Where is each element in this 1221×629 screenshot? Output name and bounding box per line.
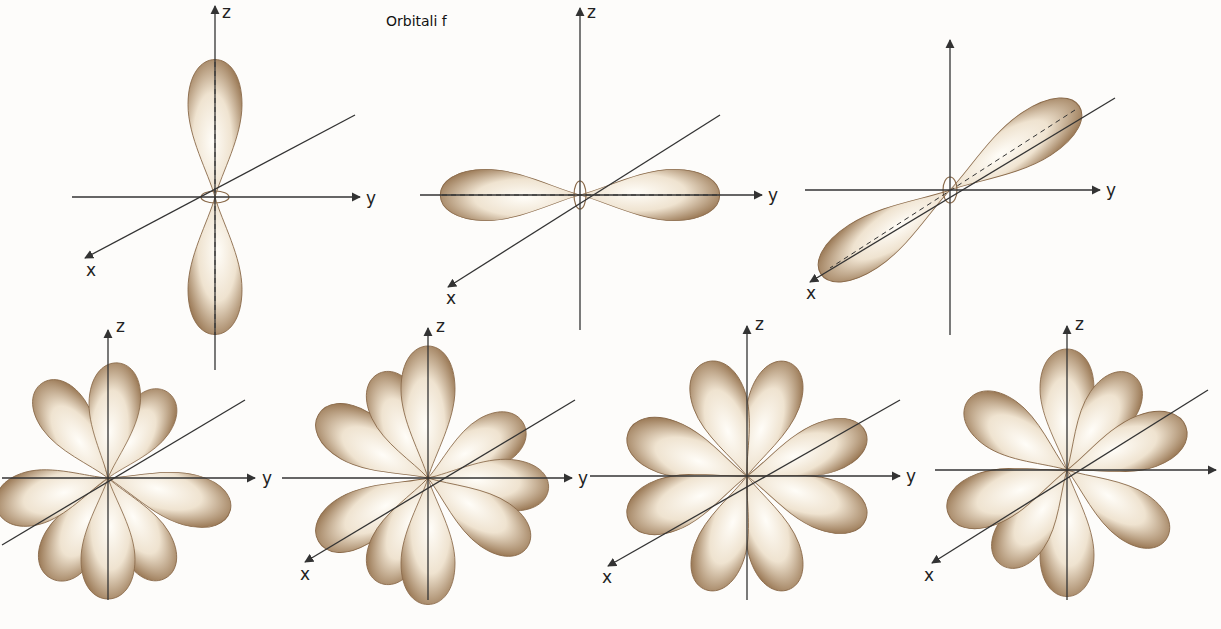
axis-label: z — [587, 4, 596, 21]
axis-label: x — [602, 569, 612, 586]
orbital-panel — [72, 6, 360, 370]
orbital-panel — [590, 326, 900, 600]
axis-label: y — [1106, 182, 1116, 199]
axis-label: y — [366, 190, 376, 207]
axis-label: x — [300, 566, 310, 583]
axis-label: x — [924, 567, 934, 584]
axis-label: z — [222, 4, 231, 21]
axis-label: y — [906, 468, 916, 485]
orbital-panel — [0, 330, 255, 600]
orbital-panel — [282, 328, 575, 605]
orbital-panel — [932, 326, 1216, 600]
axis-label: z — [116, 318, 125, 335]
axis-label: y — [768, 187, 778, 204]
axis-label: x — [86, 262, 96, 279]
axis-label: y — [262, 470, 272, 487]
axis-label: x — [806, 285, 816, 302]
axis-label: z — [755, 316, 764, 333]
axis-label: x — [446, 290, 456, 307]
axis-label: y — [578, 470, 588, 487]
diagram-title: Orbitali f — [386, 14, 447, 28]
orbital-panel — [805, 40, 1115, 335]
axis-label: z — [436, 318, 445, 335]
orbital-panel — [420, 8, 762, 330]
axis-label: z — [1075, 316, 1084, 333]
